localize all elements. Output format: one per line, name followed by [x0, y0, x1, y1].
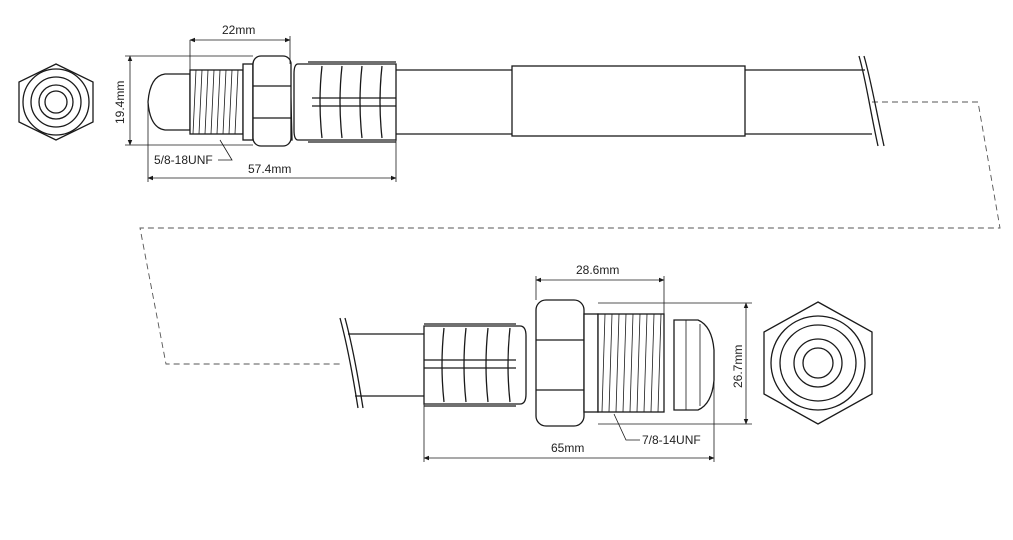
dim-top-length: 57.4mm: [147, 100, 397, 182]
dim-top-width-label: 22mm: [222, 23, 255, 37]
bottom-fitting-assembly: 28.6mm 26.7mm 7/8-14UNF 65mm: [339, 263, 873, 462]
dim-top-height: 19.4mm: [113, 55, 253, 146]
bottom-thread-callout: 7/8-14UNF: [613, 413, 701, 447]
top-thread: [189, 63, 254, 141]
dim-bottom-length-label: 65mm: [551, 441, 584, 455]
bottom-ferrule: [423, 323, 527, 407]
dim-bottom-height: 26.7mm: [598, 302, 752, 425]
bottom-cone-tip: [673, 319, 715, 411]
bottom-hose: [339, 317, 424, 409]
top-ferrule: [293, 61, 397, 143]
top-fitting-assembly: 22mm 19.4mm 5/8-18UNF 57.4mm: [18, 23, 885, 182]
dim-bottom-height-label: 26.7mm: [731, 345, 745, 388]
dim-top-height-label: 19.4mm: [113, 81, 127, 124]
bottom-thread: [597, 313, 665, 413]
top-hose: [396, 55, 885, 147]
dim-top-width: 22mm: [189, 23, 291, 70]
top-thread-callout: 5/8-18UNF: [154, 139, 233, 167]
dashed-connector: [139, 101, 1001, 365]
top-cone-tip: [147, 73, 191, 131]
top-hex-end-view: [18, 63, 94, 141]
top-thread-label: 5/8-18UNF: [154, 153, 213, 167]
bottom-hex-nut: [535, 299, 599, 427]
dim-bottom-length: 65mm: [423, 380, 715, 462]
bottom-thread-label: 7/8-14UNF: [642, 433, 701, 447]
dim-top-length-label: 57.4mm: [248, 162, 291, 176]
dim-bottom-width: 28.6mm: [535, 263, 665, 314]
dim-bottom-width-label: 28.6mm: [576, 263, 619, 277]
bottom-hex-end-view: [763, 301, 873, 425]
top-hex-nut: [252, 55, 293, 147]
